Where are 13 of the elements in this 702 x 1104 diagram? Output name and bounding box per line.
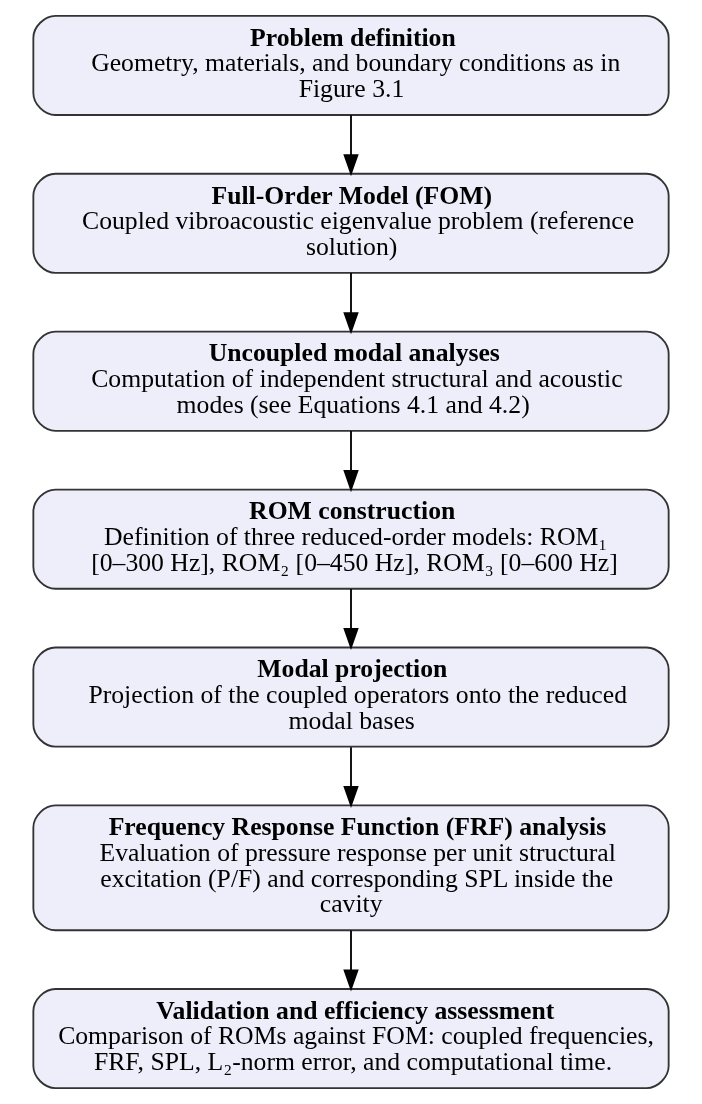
node-box: Validation and efficiency assessment Comparison of ROMs against FOM: coupled frequencies, FRF, SPL, L₂-norm error, and computational time. [32,988,670,1090]
arrow [343,430,359,493]
node-box: Frequency Response Function (FRF) analysis Evaluation of pressure response per unit structural excitation (P/F) and corresponding SPL inside the cavity [32,804,670,932]
node-box: Full-Order Model (FOM) Coupled vibroacoustic eigenvalue problem (reference solution) [32,172,670,274]
node-box: Modal projection Projection of the coupled operators onto the reduced modal bases [32,646,670,748]
arrow [343,746,359,809]
arrow [343,588,359,651]
arrow [343,272,359,335]
node-box: Uncoupled modal analyses Computation of independent structural and acoustic modes (see Equations 4.1 and 4.2) [32,330,670,432]
arrow [343,114,359,177]
node-box: Problem definition Geometry, materials, and boundary conditions as in Figure 3.1 [32,14,670,116]
arrow [343,929,359,992]
node-box: ROM construction Definition of three reduced-order models: ROM₁ [0–300 Hz], ROM₂ [0–450 Hz], ROM₃ [0–600 Hz] [32,488,670,590]
